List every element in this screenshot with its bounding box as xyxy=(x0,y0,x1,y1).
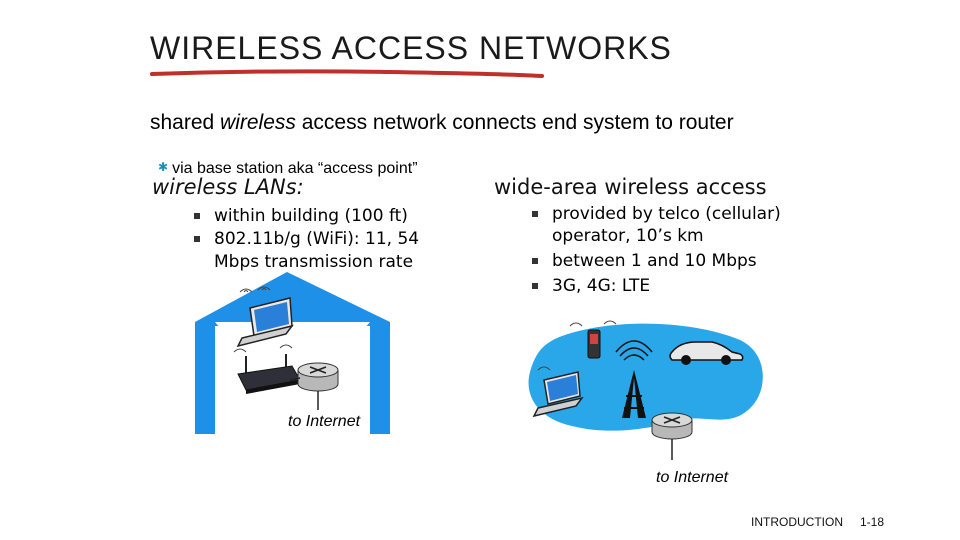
square-bullet-icon xyxy=(532,211,538,217)
square-bullet-icon xyxy=(194,236,200,242)
list-item: within building (100 ft) xyxy=(192,205,462,228)
router-icon xyxy=(289,362,339,410)
title-underline xyxy=(150,69,544,78)
square-bullet-icon xyxy=(532,258,538,264)
cellular-network-diagram xyxy=(528,320,763,460)
wireless-lans-list: within building (100 ft) 802.11b/g (WiFi… xyxy=(192,205,462,274)
left-internet-label: to Internet xyxy=(288,413,361,430)
car-icon xyxy=(669,341,744,365)
slide-title: WIRELESS ACCESS NETWORKS xyxy=(150,30,672,66)
sub-bullet: ✱via base station aka “access point” xyxy=(158,160,418,177)
laptop-icon xyxy=(236,286,294,348)
wireless-lans-heading: wireless LANs: xyxy=(152,175,304,199)
router-icon xyxy=(651,412,693,460)
house-icon xyxy=(195,272,390,434)
square-bullet-icon xyxy=(532,283,538,289)
wide-area-list: provided by telco (cellular) operator, 1… xyxy=(530,203,830,300)
access-point-icon xyxy=(233,344,301,394)
phone-icon xyxy=(569,320,617,359)
square-bullet-icon xyxy=(194,213,200,219)
wireless-lan-diagram xyxy=(195,272,390,434)
list-item: provided by telco (cellular) operator, 1… xyxy=(530,203,830,247)
wide-area-heading: wide-area wireless access xyxy=(494,175,767,199)
intro-text: shared wireless access network connects … xyxy=(150,111,734,134)
right-internet-label: to Internet xyxy=(656,469,729,486)
cell-tower-icon xyxy=(615,340,653,418)
footer-section: INTRODUCTION xyxy=(751,515,843,529)
list-item: 802.11b/g (WiFi): 11, 54 Mbps transmissi… xyxy=(192,228,462,274)
page-number: 1-18 xyxy=(860,515,885,529)
laptop-icon xyxy=(532,366,584,418)
list-item: between 1 and 10 Mbps xyxy=(530,250,830,272)
bullet-star-icon: ✱ xyxy=(158,160,169,174)
list-item: 3G, 4G: LTE xyxy=(530,275,830,297)
